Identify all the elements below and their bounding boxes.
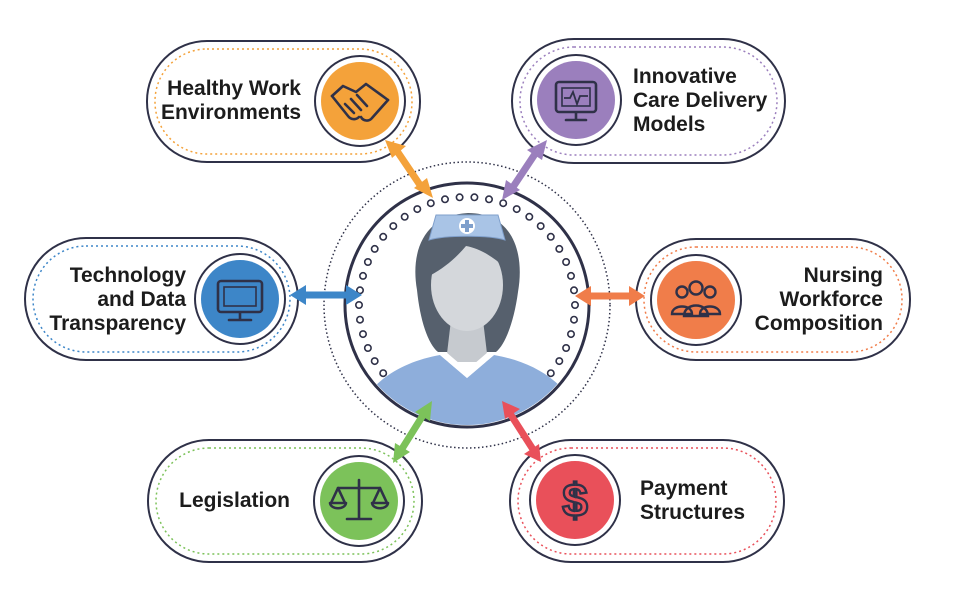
ring-dot xyxy=(499,199,508,208)
ring-dot xyxy=(569,315,578,324)
node-label: Payment Structures xyxy=(640,477,746,524)
ring-dot xyxy=(363,343,372,352)
ring-dot xyxy=(355,315,364,324)
ring-dot xyxy=(354,300,363,309)
ring-dot xyxy=(562,343,571,352)
arrow-innovative-care-delivery-models xyxy=(502,140,547,200)
ring-dot xyxy=(569,286,578,295)
ring-dot xyxy=(484,195,493,204)
ring-dot xyxy=(566,271,575,280)
ring-dot xyxy=(389,222,398,231)
arrow-healthy-work-environments xyxy=(385,140,433,198)
people-group-icon xyxy=(650,254,742,346)
ring-dot xyxy=(512,205,521,214)
computer-monitor-icon xyxy=(194,253,286,345)
dollar-icon: $ xyxy=(529,454,621,546)
ring-dot xyxy=(555,244,564,253)
svg-text:$: $ xyxy=(562,474,588,526)
scales-icon xyxy=(313,455,405,547)
handshake-icon xyxy=(314,55,406,147)
ring-dot xyxy=(570,300,579,309)
arrow-legislation xyxy=(393,401,432,463)
label-nursing-workforce-composition: Nursing Workforce Composition xyxy=(745,264,883,336)
node-label: Nursing Workforce Composition xyxy=(754,264,883,335)
ring-dot xyxy=(426,199,435,208)
ring-dot xyxy=(455,193,464,202)
ring-dot xyxy=(536,222,545,231)
ring-dot xyxy=(555,357,564,366)
monitor-pulse-icon xyxy=(530,54,622,146)
ring-dot xyxy=(355,286,364,295)
ring-dot xyxy=(363,257,372,266)
label-healthy-work-environments: Healthy Work Environments xyxy=(161,70,301,132)
ring-dot xyxy=(440,195,449,204)
ring-dot xyxy=(400,212,409,221)
arrow-nursing-workforce-composition xyxy=(575,286,645,306)
node-label: Innovative Care Delivery Models xyxy=(633,65,768,136)
ring-dot xyxy=(358,330,367,339)
ring-dot xyxy=(358,271,367,280)
ring-dot xyxy=(379,369,388,378)
ring-dot xyxy=(525,212,534,221)
ring-dot xyxy=(370,357,379,366)
ring-dot xyxy=(546,369,555,378)
label-payment-structures: Payment Structures xyxy=(640,470,760,532)
node-label: Healthy Work Environments xyxy=(160,77,301,124)
ring-dot xyxy=(470,193,479,202)
ring-dot xyxy=(370,244,379,253)
arrow-payment-structures xyxy=(502,401,541,462)
ring-dot xyxy=(562,257,571,266)
ring-dot xyxy=(379,232,388,241)
label-technology-and-data-transparency: Technology and Data Transparency xyxy=(40,264,186,336)
node-label: Technology and Data Transparency xyxy=(49,264,186,335)
label-legislation: Legislation xyxy=(170,485,290,517)
arrow-technology-and-data-transparency xyxy=(290,285,362,305)
node-label: Legislation xyxy=(179,489,290,512)
ring-dot xyxy=(413,205,422,214)
ring-dot xyxy=(566,330,575,339)
ring-dot xyxy=(546,232,555,241)
label-innovative-care-delivery-models: Innovative Care Delivery Models xyxy=(633,60,773,142)
